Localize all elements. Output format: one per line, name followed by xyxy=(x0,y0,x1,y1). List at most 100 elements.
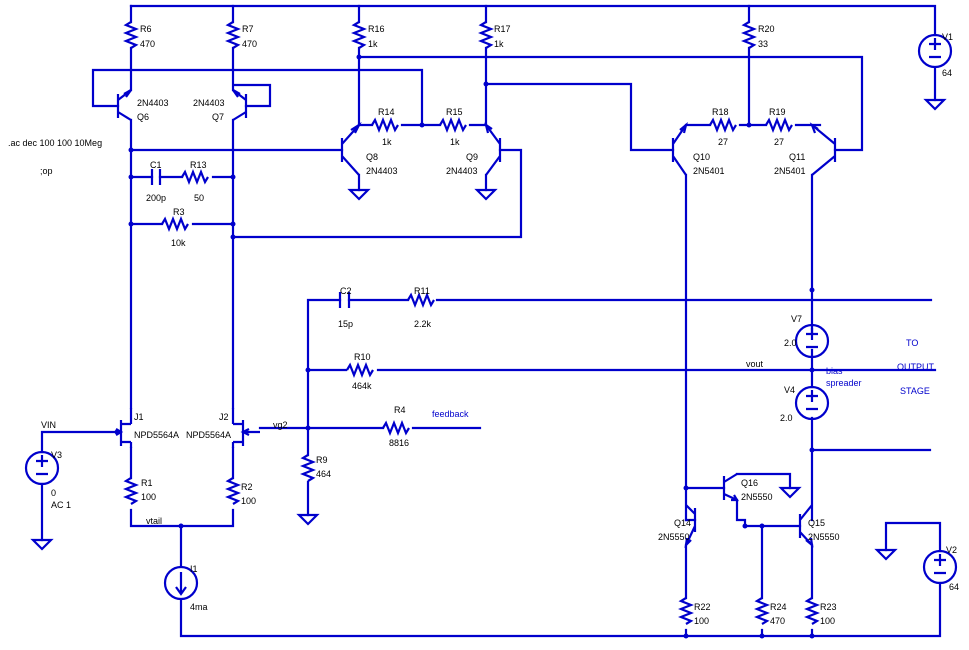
resistor-r13 xyxy=(181,169,209,185)
label-q16-model: 2N5550 xyxy=(741,492,773,502)
resistor-r1 xyxy=(123,477,139,505)
label-r1-name: R1 xyxy=(141,478,153,488)
label-r9-name: R9 xyxy=(316,455,328,465)
junction xyxy=(746,122,752,128)
resistor-r14 xyxy=(371,117,399,133)
label-c1-name: C1 xyxy=(150,160,162,170)
label-r9-value: 464 xyxy=(316,469,331,479)
ground-icon xyxy=(474,188,498,201)
label-q9-name: Q9 xyxy=(466,152,478,162)
label-v4-value: 2.0 xyxy=(780,413,793,423)
junction xyxy=(305,367,311,373)
source-symbols xyxy=(24,33,958,601)
label-j1-name: J1 xyxy=(134,412,144,422)
ground-icon xyxy=(778,486,802,499)
ac-directive: .ac dec 100 100 10Meg xyxy=(8,138,102,148)
resistor-r9 xyxy=(300,454,316,482)
label-r6-value: 470 xyxy=(140,39,155,49)
label-r7-name: R7 xyxy=(242,24,254,34)
jfet-j2 xyxy=(231,408,260,448)
junction xyxy=(305,425,311,431)
input-wires xyxy=(40,430,235,568)
label-c1-value: 200p xyxy=(146,193,166,203)
label-r4-name: R4 xyxy=(394,405,406,415)
resistor-r20 xyxy=(741,21,757,49)
label-q11-model: 2N5401 xyxy=(774,166,806,176)
junction xyxy=(759,633,765,639)
resistor-r22 xyxy=(678,597,694,625)
label-v7-value: 2.0 xyxy=(784,338,797,348)
junction xyxy=(178,523,184,529)
comment-to: TO xyxy=(906,338,918,348)
transistor-q7 xyxy=(232,89,248,121)
label-q6-name: Q6 xyxy=(137,112,149,122)
transistor-q8 xyxy=(340,121,362,176)
voltage-source-v1 xyxy=(917,33,953,69)
q8-q9-collector-emitter xyxy=(231,148,523,239)
transistor-q11 xyxy=(809,122,837,176)
label-r3-value: 10k xyxy=(171,238,186,248)
label-r2-value: 100 xyxy=(241,496,256,506)
resistor-r3 xyxy=(161,216,189,232)
label-r15-name: R15 xyxy=(446,107,463,117)
label-q9-model: 2N4403 xyxy=(446,166,478,176)
voltage-source-v4 xyxy=(794,385,830,421)
label-v7-name: V7 xyxy=(791,314,802,324)
label-r11-name: R11 xyxy=(414,286,430,296)
voltage-source-v3 xyxy=(24,450,60,486)
label-q8-name: Q8 xyxy=(366,152,378,162)
capacitor-c1 xyxy=(150,169,162,185)
label-i1-name: I1 xyxy=(190,564,198,574)
label-r16-value: 1k xyxy=(368,39,378,49)
junction xyxy=(809,447,815,453)
label-r13-value: 50 xyxy=(194,193,204,203)
resistor-r23 xyxy=(804,597,820,625)
label-r14-name: R14 xyxy=(378,107,395,117)
resistor-symbols xyxy=(123,21,820,625)
label-q11-name: Q11 xyxy=(789,152,805,162)
junction xyxy=(419,122,425,128)
junction xyxy=(128,147,134,153)
label-q6-model: 2N4403 xyxy=(137,98,169,108)
transistor-q16 xyxy=(722,473,739,502)
ground-icon xyxy=(347,188,371,201)
ground-symbols xyxy=(30,98,947,561)
junction xyxy=(683,485,689,491)
resistor-r2 xyxy=(225,477,241,505)
rail-drops xyxy=(129,4,751,24)
junction-dots xyxy=(114,54,815,639)
label-q7-model: 2N4403 xyxy=(193,98,225,108)
label-q8-model: 2N4403 xyxy=(366,166,398,176)
resistor-r16 xyxy=(351,21,367,49)
junction xyxy=(809,633,815,639)
label-r24-value: 470 xyxy=(770,616,785,626)
label-q16-name: Q16 xyxy=(741,478,758,488)
label-r17-name: R17 xyxy=(494,24,511,34)
label-v1-name: V1 xyxy=(942,32,953,42)
resistor-r10 xyxy=(346,362,374,378)
label-v2-name: V2 xyxy=(946,545,957,555)
resistor-r4 xyxy=(382,420,410,436)
label-q15-model: 2N5550 xyxy=(808,532,840,542)
ground-icon xyxy=(874,548,898,561)
q14-q16-wires xyxy=(684,472,814,638)
resistor-r6 xyxy=(123,21,139,49)
label-r18-value: 27 xyxy=(718,137,728,147)
net-label-vin: VIN xyxy=(41,420,56,430)
label-r6-name: R6 xyxy=(140,24,152,34)
resistor-r11 xyxy=(407,292,435,308)
junction xyxy=(809,367,815,373)
label-r1-value: 100 xyxy=(141,492,156,502)
current-source-i1 xyxy=(163,565,199,601)
label-r14-value: 1k xyxy=(382,137,392,147)
feedback-wires xyxy=(258,298,937,517)
label-r23-name: R23 xyxy=(820,602,837,612)
q10-q11-wires xyxy=(484,46,822,522)
ground-icon xyxy=(923,98,947,111)
capacitor-c2 xyxy=(338,292,351,308)
net-label-vg2: vg2 xyxy=(273,420,288,430)
label-r24-name: R24 xyxy=(770,602,787,612)
comment-bias: bias xyxy=(826,366,843,376)
resistor-r18 xyxy=(709,117,737,133)
